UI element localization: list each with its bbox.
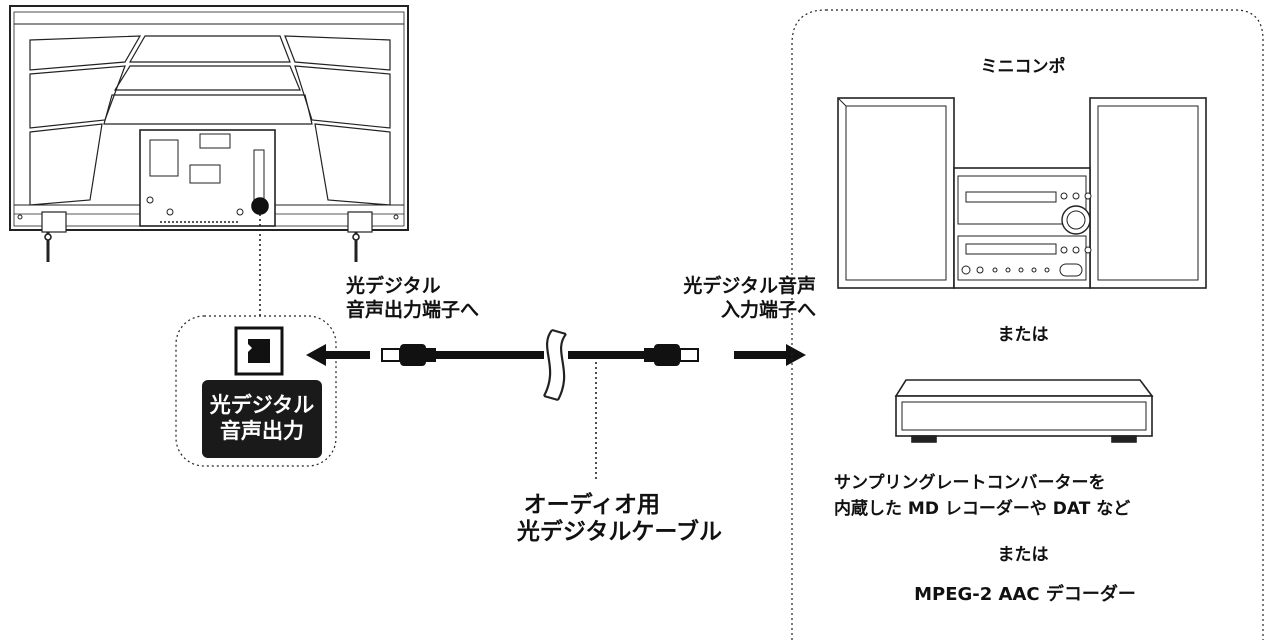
arrow-right-icon xyxy=(734,344,806,366)
recorder-label: サンプリングレートコンバーターを 内蔵した MD レコーダーや DAT など xyxy=(834,470,1130,522)
connector-left-line1: 光デジタル xyxy=(346,275,441,297)
optical-cable-illustration xyxy=(381,329,699,401)
device-panel-border xyxy=(791,9,1264,640)
tv-rear-illustration xyxy=(9,5,409,262)
minicompo-label: ミニコンポ xyxy=(980,57,1066,77)
or-label-1: または xyxy=(997,325,1049,345)
tv-port-callout xyxy=(175,315,337,467)
decoder-label: MPEG-2 AAC デコーダー xyxy=(914,584,1136,605)
recorder-illustration xyxy=(894,379,1154,443)
connector-left-label: 光デジタル 音声出力端子へ xyxy=(346,274,479,322)
cable-label: オーディオ用 光デジタルケーブル xyxy=(440,492,722,546)
optical-port-icon xyxy=(234,326,284,376)
or-label-2: または xyxy=(997,545,1049,565)
recorder-label-line2: 内蔵した MD レコーダーや DAT など xyxy=(834,499,1131,519)
tv-port-label-line2: 音声出力 xyxy=(220,419,304,443)
tv-port-label: 光デジタル 音声出力 xyxy=(202,380,322,458)
connector-right-line1: 光デジタル音声 xyxy=(683,275,816,297)
recorder-label-line1: サンプリングレートコンバーターを xyxy=(834,473,1106,493)
arrow-left-icon xyxy=(306,344,370,366)
tv-port-label-line1: 光デジタル xyxy=(209,393,315,417)
minicompo-illustration xyxy=(837,97,1207,289)
connector-right-label: 光デジタル音声 入力端子へ xyxy=(606,274,816,322)
connector-right-line2: 入力端子へ xyxy=(720,299,816,321)
cable-label-line2: 光デジタルケーブル xyxy=(516,519,722,545)
connector-left-line2: 音声出力端子へ xyxy=(346,299,480,321)
cable-label-line1: オーディオ用 xyxy=(523,492,660,518)
